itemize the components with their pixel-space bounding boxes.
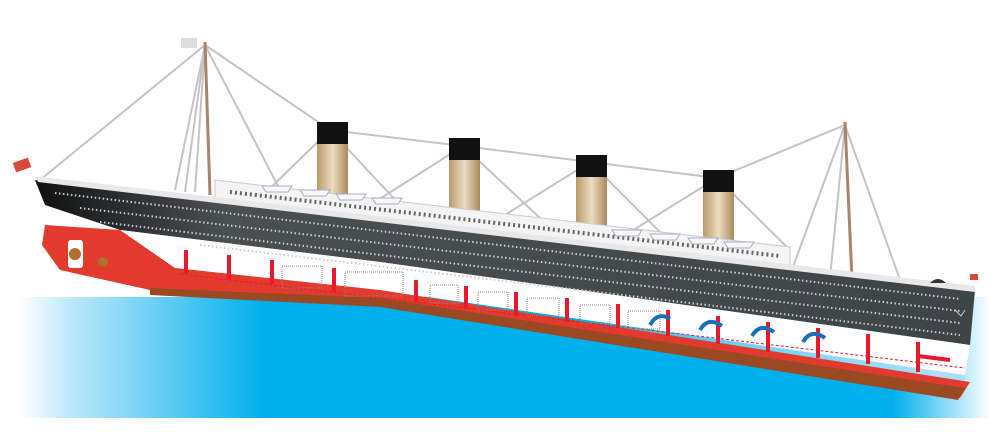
flood-arrow-icon xyxy=(750,325,776,338)
funnel-1 xyxy=(317,122,348,197)
tank-top-line xyxy=(179,273,966,369)
anchor-icon xyxy=(954,309,966,317)
hull-dark-band xyxy=(35,180,975,345)
funnel-2 xyxy=(449,138,480,214)
propeller-icon xyxy=(98,257,108,267)
flood-arrow-icon xyxy=(648,314,672,327)
flood-arrow-icon xyxy=(698,319,724,332)
funnel-3 xyxy=(576,155,607,231)
funnel-4 xyxy=(703,170,734,247)
portholes xyxy=(54,192,961,336)
flood-arrow-icon xyxy=(801,331,827,344)
propeller-icon xyxy=(69,248,81,260)
lower-hull-white xyxy=(120,230,970,375)
fore-mast xyxy=(843,121,854,281)
forecastle xyxy=(930,279,946,283)
stern-flag xyxy=(12,157,32,173)
mast-flag xyxy=(181,38,197,48)
lifeboats xyxy=(261,185,755,249)
machinery-outlines xyxy=(281,265,661,330)
funnels xyxy=(317,122,734,247)
deck-white-rail xyxy=(35,176,975,292)
flooding-arrows xyxy=(648,314,827,344)
bow-flag xyxy=(970,274,978,280)
aft-mast xyxy=(203,41,212,196)
bulkheads xyxy=(184,250,951,372)
keel xyxy=(150,288,965,400)
